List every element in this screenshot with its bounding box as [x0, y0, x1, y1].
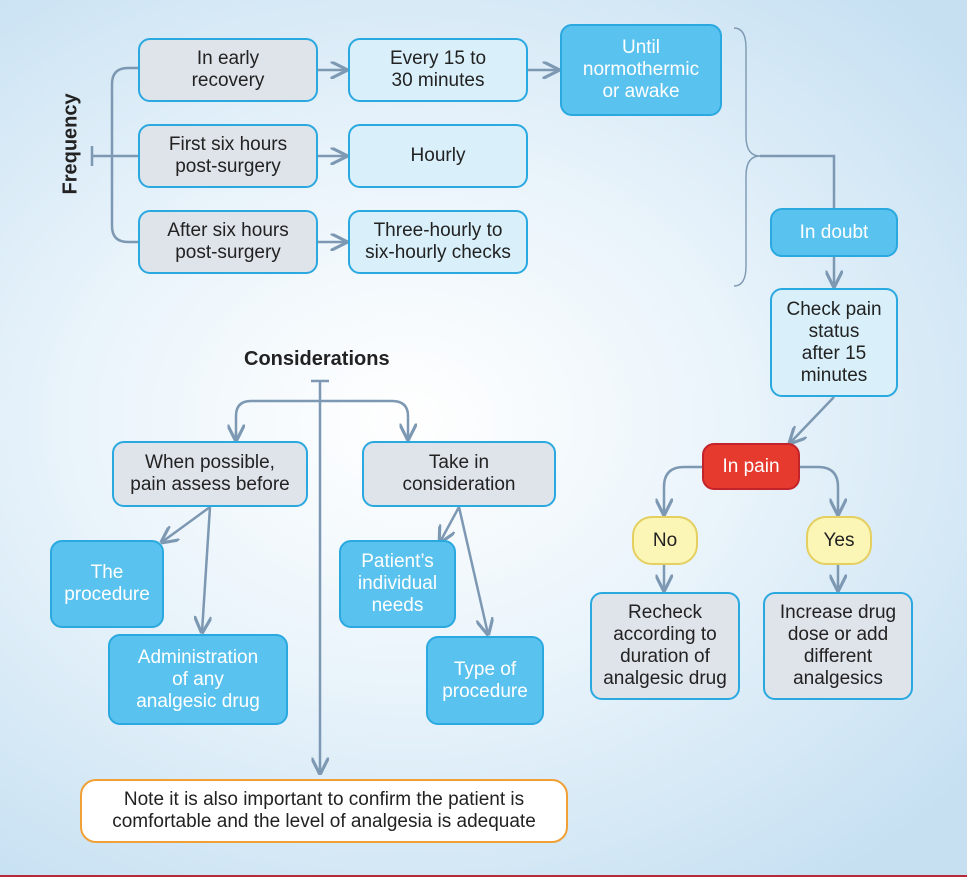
- node-every-15-30: Every 15 to 30 minutes: [348, 38, 528, 102]
- node-type-of-procedure: Type of procedure: [426, 636, 544, 725]
- arrow-to-in-pain: [790, 396, 835, 443]
- curly-brace: [733, 27, 761, 287]
- node-recheck: Recheck according to duration of analges…: [590, 592, 740, 700]
- node-pain-assess-before: When possible, pain assess before: [112, 441, 308, 507]
- node-individual-needs: Patient’s individual needs: [339, 540, 456, 628]
- node-three-six-hourly: Three-hourly to six-hourly checks: [348, 210, 528, 274]
- node-after-six-hours: After six hours post-surgery: [138, 210, 318, 274]
- node-in-doubt: In doubt: [770, 208, 898, 257]
- node-early-recovery: In early recovery: [138, 38, 318, 102]
- branch-no: [664, 465, 702, 514]
- node-take-in-consideration: Take in consideration: [362, 441, 556, 507]
- node-check-pain-status: Check pain status after 15 minutes: [770, 288, 898, 397]
- node-first-six-hours: First six hours post-surgery: [138, 124, 318, 188]
- node-administration: Administration of any analgesic drug: [108, 634, 288, 725]
- branch-yes: [800, 465, 838, 514]
- node-increase-dose: Increase drug dose or add different anal…: [763, 592, 913, 700]
- arrow-to-procedure: [162, 505, 211, 542]
- node-until-normothermic: Until normothermic or awake: [560, 24, 722, 116]
- arrow-to-type: [457, 506, 488, 634]
- arrow-to-administration: [202, 506, 210, 632]
- note-box: Note it is also important to confirm the…: [80, 779, 568, 843]
- arrow-to-needs: [440, 506, 461, 542]
- node-yes: Yes: [806, 516, 872, 565]
- frequency-label: Frequency: [59, 93, 82, 195]
- node-the-procedure: The procedure: [50, 540, 164, 628]
- considerations-title: Considerations: [244, 348, 390, 370]
- node-hourly: Hourly: [348, 124, 528, 188]
- node-no: No: [632, 516, 698, 565]
- node-in-pain: In pain: [702, 443, 800, 490]
